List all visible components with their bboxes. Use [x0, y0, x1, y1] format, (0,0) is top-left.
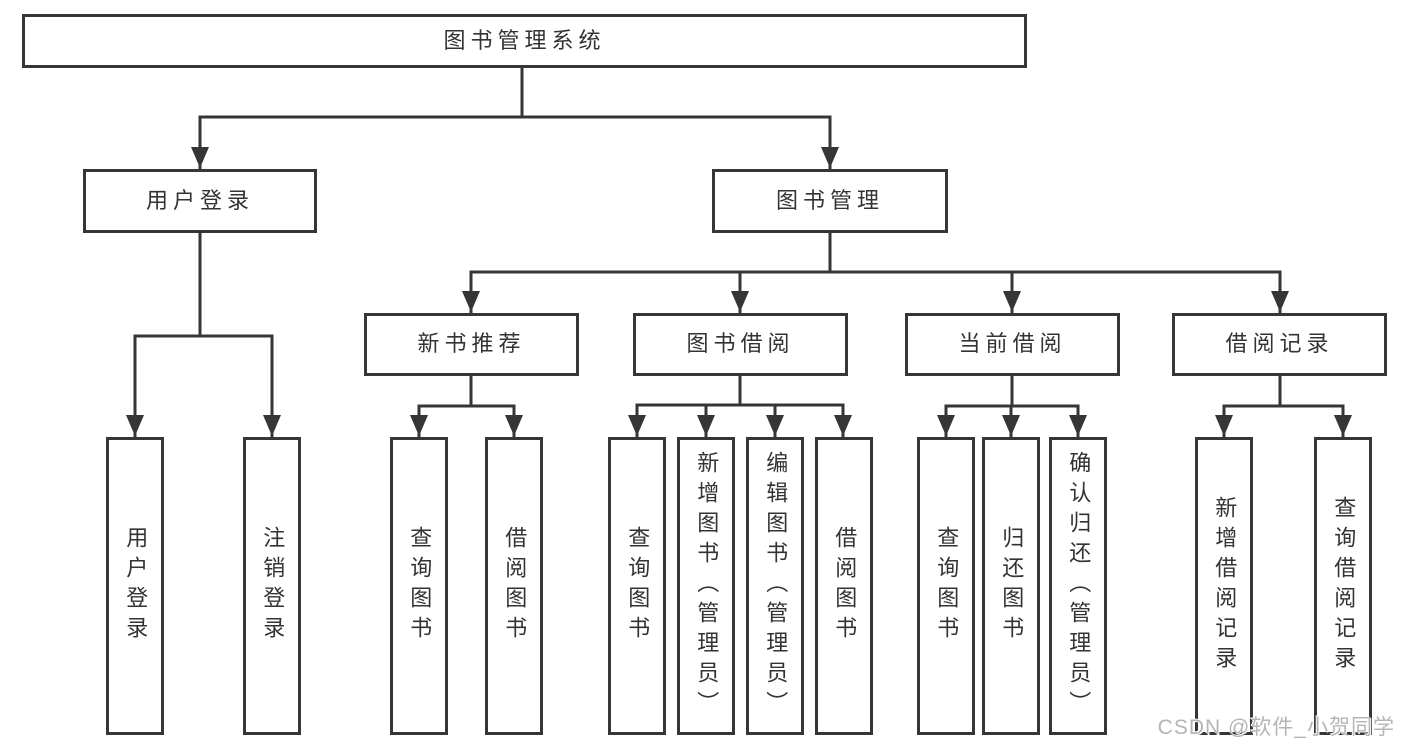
edge-root-to-level2: [191, 65, 839, 171]
node-current-borrow-label: 当前借阅: [958, 331, 1067, 357]
node-borrow-record: 借阅记录: [1172, 313, 1387, 376]
leaf-return-book: 归还图书: [982, 437, 1040, 735]
node-book-management: 图书管理: [712, 169, 948, 233]
leaf-recommend-borrow-book-label: 借阅图书: [502, 526, 528, 646]
leaf-recommend-query-book-label: 查询图书: [407, 526, 433, 646]
leaf-edit-book-admin: 编辑图书（管理员）: [746, 437, 804, 735]
node-root-system: 图书管理系统: [22, 14, 1027, 68]
leaf-current-query-book-label: 查询图书: [934, 526, 960, 646]
leaf-query-borrow-record: 查询借阅记录: [1314, 437, 1372, 735]
leaf-return-book-label: 归还图书: [999, 526, 1025, 646]
node-user-login: 用户登录: [83, 169, 317, 233]
edge-book-borrow-to-leaves: [628, 372, 852, 438]
leaf-user-login: 用户登录: [106, 437, 164, 735]
leaf-recommend-borrow-book: 借阅图书: [485, 437, 543, 735]
node-book-management-label: 图书管理: [775, 187, 884, 213]
leaf-query-borrow-record-label: 查询借阅记录: [1331, 496, 1357, 676]
leaf-current-query-book: 查询图书: [917, 437, 975, 735]
leaf-recommend-query-book: 查询图书: [390, 437, 448, 735]
leaf-add-borrow-record-label: 新增借阅记录: [1212, 496, 1238, 676]
leaf-borrow-book-label: 借阅图书: [832, 526, 858, 646]
leaf-borrow-book: 借阅图书: [815, 437, 873, 735]
node-user-login-label: 用户登录: [145, 187, 254, 213]
node-new-book-recommend-label: 新书推荐: [417, 331, 526, 357]
leaf-add-borrow-record: 新增借阅记录: [1195, 437, 1253, 735]
leaf-borrow-query-book: 查询图书: [608, 437, 666, 735]
node-borrow-record-label: 借阅记录: [1225, 331, 1334, 357]
node-new-book-recommend: 新书推荐: [364, 313, 579, 376]
node-current-borrow: 当前借阅: [905, 313, 1120, 376]
leaf-add-book-admin-label: 新增图书（管理员）: [694, 451, 720, 721]
leaf-confirm-return-admin: 确认归还（管理员）: [1049, 437, 1107, 735]
csdn-watermark: CSDN @软件_小贺同学: [1157, 716, 1395, 739]
leaf-user-login-label: 用户登录: [123, 526, 149, 646]
leaf-confirm-return-admin-label: 确认归还（管理员）: [1066, 451, 1092, 721]
node-book-borrow: 图书借阅: [633, 313, 848, 376]
edge-user-login-to-leaves: [126, 229, 281, 438]
edge-borrow-record-to-leaves: [1215, 372, 1352, 438]
leaf-edit-book-admin-label: 编辑图书（管理员）: [763, 451, 789, 721]
edge-current-borrow-to-leaves: [937, 372, 1087, 438]
node-book-borrow-label: 图书借阅: [686, 331, 795, 357]
node-root-system-label: 图书管理系统: [443, 27, 606, 53]
leaf-logout-login-label: 注销登录: [260, 526, 286, 646]
edge-new-book-recommend-to-leaves: [410, 372, 523, 438]
leaf-logout-login: 注销登录: [243, 437, 301, 735]
leaf-borrow-query-book-label: 查询图书: [625, 526, 651, 646]
edge-book-management-to-level3: [462, 229, 1289, 314]
leaf-add-book-admin: 新增图书（管理员）: [677, 437, 735, 735]
